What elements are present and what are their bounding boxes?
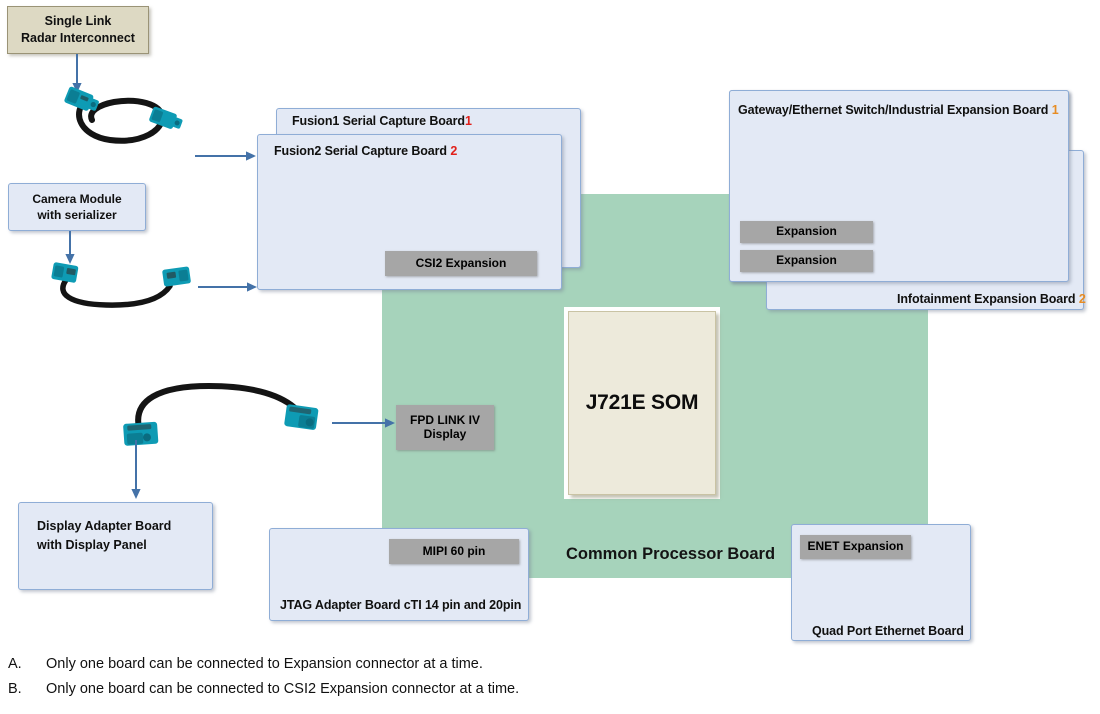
fpd-link-line1: FPD LINK IV	[409, 412, 480, 427]
csi2-expansion-connector[interactable]: CSI2 Expansion	[385, 251, 537, 276]
fusion2-index: 2	[450, 144, 458, 158]
arrow-camera-to-fusion	[198, 281, 258, 293]
radar-label-line2: Radar Interconnect	[21, 31, 135, 45]
mipi-60-pin-connector[interactable]: MIPI 60 pin	[389, 539, 519, 564]
jtag-title-text: JTAG Adapter Board cTI 14 pin and 20pin	[280, 598, 522, 612]
quad-port-ethernet-title: Quad Port Ethernet Board	[812, 624, 964, 638]
camera-label-line1: Camera Module	[32, 191, 122, 206]
fusion2-title-text: Fusion2 Serial Capture Board	[274, 144, 447, 158]
gateway-title-text-front: Gateway/Ethernet Switch/Industrial Expan…	[738, 103, 1049, 117]
expansion-2-label-front: Expansion	[776, 253, 837, 268]
footnote-b-text: Only one board can be connected to CSI2 …	[46, 681, 520, 697]
footnote-a-key: A.	[8, 656, 22, 672]
radar-label-line1: Single Link	[44, 14, 112, 29]
infotainment-title: Infotainment Expansion Board 2	[897, 292, 1086, 306]
mipi-60-pin-label: MIPI 60 pin	[422, 543, 486, 558]
arrow-cable-to-fpd-link	[332, 417, 396, 429]
fpd-link-display-cable	[115, 378, 325, 456]
expansion-1-label-front: Expansion	[776, 224, 837, 239]
fpd-link-iv-display-connector[interactable]: FPD LINK IV Display	[396, 405, 494, 450]
footnote-a-text: Only one board can be connected to Expan…	[46, 656, 483, 672]
fusion1-title: Fusion1 Serial Capture Board1	[292, 114, 472, 128]
gateway-index-front: 1	[1051, 103, 1059, 117]
enet-expansion-connector[interactable]: ENET Expansion	[800, 535, 911, 559]
arrow-cable-to-display-adapter	[129, 440, 143, 500]
single-link-radar-interconnect-box: Single Link Radar Interconnect	[7, 6, 149, 54]
infotainment-index: 2	[1078, 292, 1086, 306]
csi2-expansion-label: CSI2 Expansion	[415, 255, 507, 270]
fpd-link-line2: Display	[423, 426, 467, 441]
fusion1-title-text: Fusion1 Serial Capture Board	[292, 114, 465, 128]
infotainment-title-text: Infotainment Expansion Board	[897, 292, 1076, 306]
single-link-radar-cable	[58, 78, 198, 146]
fusion2-title: Fusion2 Serial Capture Board 2	[274, 144, 457, 158]
footnote-b-key: B.	[8, 681, 22, 697]
j721e-som: J721E SOM	[568, 311, 716, 495]
common-processor-board-label: Common Processor Board	[566, 545, 776, 563]
footnotes: A. Only one board can be connected to Ex…	[8, 656, 908, 706]
camera-serializer-cable	[44, 258, 209, 310]
quad-port-ethernet-title-text: Quad Port Ethernet Board	[812, 624, 964, 638]
display-adapter-line1: Display Adapter Board	[37, 519, 172, 533]
display-adapter-board[interactable]: Display Adapter Board with Display Panel	[18, 502, 213, 590]
fusion1-index: 1	[464, 114, 472, 128]
enet-expansion-label: ENET Expansion	[807, 539, 904, 554]
camera-module-box: Camera Module with serializer	[8, 183, 146, 231]
expansion-connector-2-front[interactable]: Expansion	[740, 250, 873, 272]
footnote-a: A. Only one board can be connected to Ex…	[8, 656, 908, 672]
display-adapter-line2: with Display Panel	[37, 537, 147, 552]
gateway-title-front: Gateway/Ethernet Switch/Industrial Expan…	[738, 103, 1059, 117]
footnote-b: B. Only one board can be connected to CS…	[8, 681, 908, 697]
expansion-connector-1-front[interactable]: Expansion	[740, 221, 873, 243]
arrow-radar-to-connector	[70, 54, 84, 94]
j721e-som-label: J721E SOM	[585, 391, 699, 414]
arrow-camera-to-connector	[63, 231, 77, 265]
camera-label-line2: with serializer	[37, 208, 117, 222]
arrow-radar-to-fusion	[195, 150, 257, 162]
jtag-title: JTAG Adapter Board cTI 14 pin and 20pin	[280, 598, 521, 612]
